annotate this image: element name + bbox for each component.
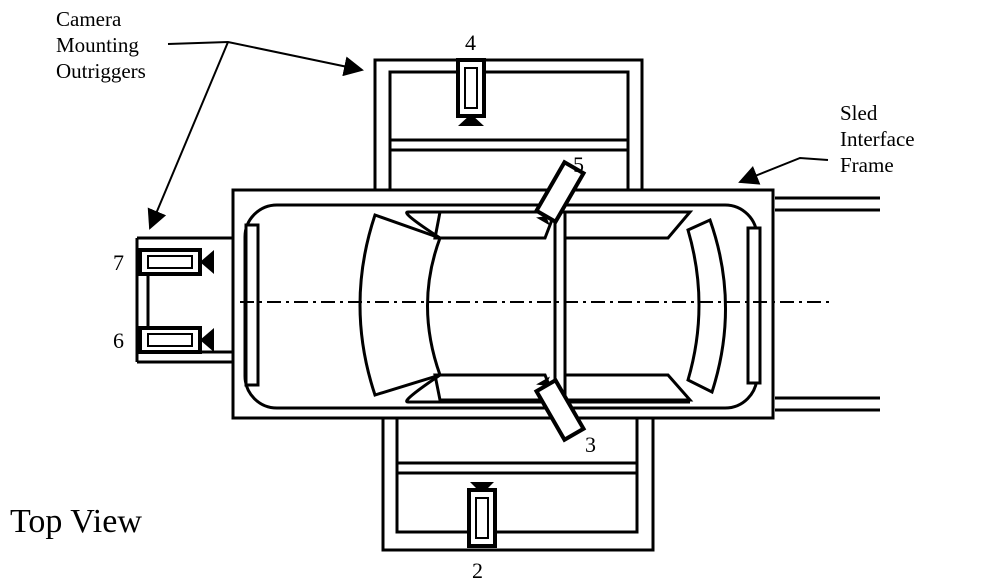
camera-3-label: 3 bbox=[585, 432, 596, 457]
car-body bbox=[243, 203, 762, 410]
camera-7-icon bbox=[138, 248, 214, 276]
sled-label-line1: Sled bbox=[840, 101, 878, 125]
camera-5-label: 5 bbox=[573, 152, 584, 177]
camera-3-icon bbox=[533, 376, 587, 443]
camera-6-label: 6 bbox=[113, 328, 124, 353]
annotation-arrows bbox=[147, 40, 829, 230]
camera-7-label: 7 bbox=[113, 250, 124, 275]
top-outrigger-frame bbox=[373, 58, 644, 202]
camera-2-label: 2 bbox=[472, 558, 483, 582]
view-title: Top View bbox=[10, 503, 142, 540]
camera-2-icon bbox=[467, 482, 497, 548]
sled-label-line2: Interface bbox=[840, 127, 915, 151]
camera-4-label: 4 bbox=[465, 30, 476, 55]
sled-label-line3: Frame bbox=[840, 153, 894, 177]
outriggers-label-line2: Mounting bbox=[56, 33, 139, 57]
bottom-outrigger-frame bbox=[381, 408, 655, 552]
outriggers-label-line3: Outriggers bbox=[56, 59, 146, 83]
camera-5-icon bbox=[533, 159, 587, 226]
sled-rails bbox=[775, 196, 880, 412]
camera-6-icon bbox=[138, 326, 214, 354]
outriggers-label-line1: Camera bbox=[56, 7, 122, 31]
camera-4-icon bbox=[456, 58, 486, 126]
